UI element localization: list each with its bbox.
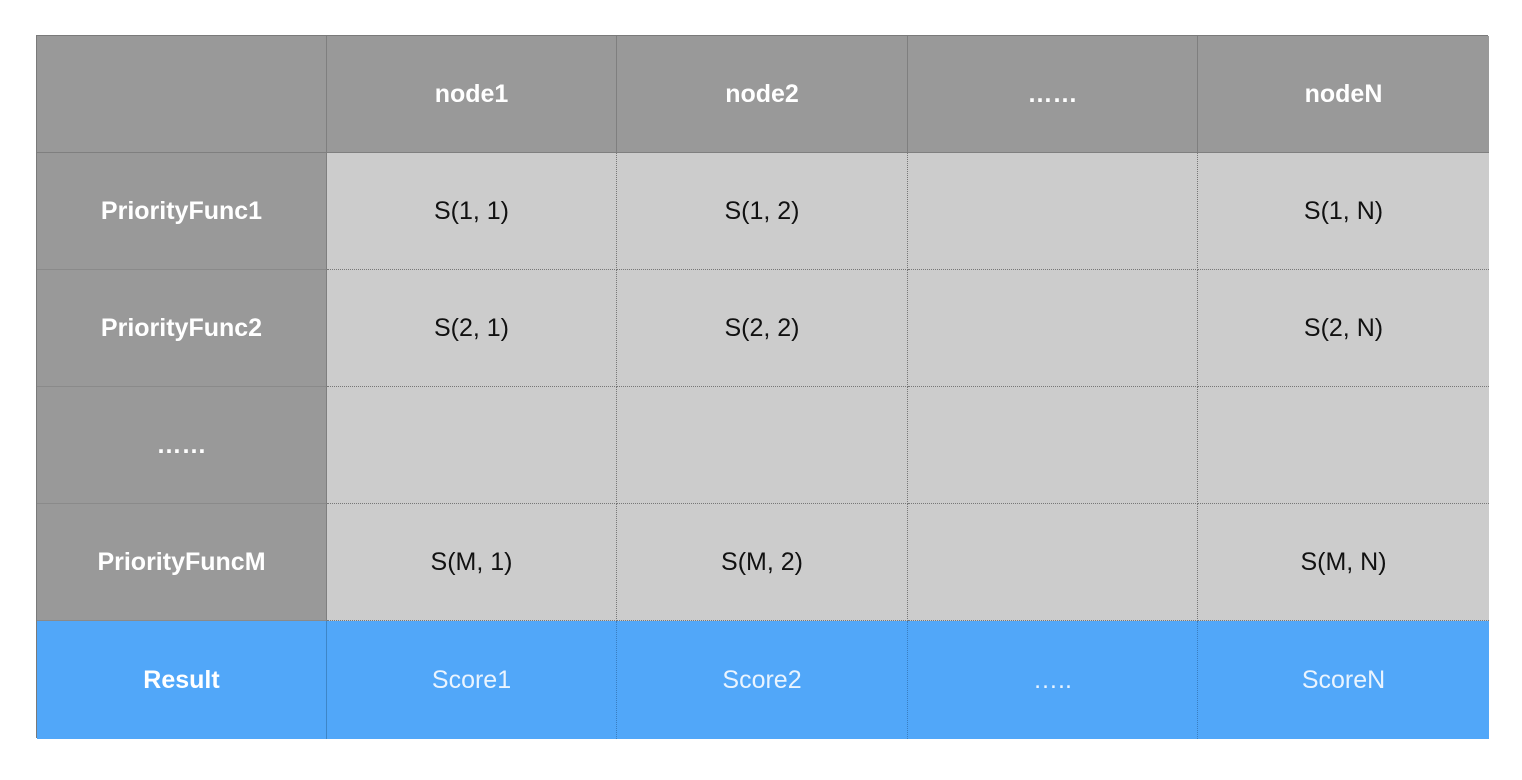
score-cell: S(1, 1) (327, 153, 617, 270)
row-header-ellipsis: …… (37, 387, 327, 504)
score-cell: S(1, N) (1198, 153, 1489, 270)
score-cell (327, 387, 617, 504)
score-cell: S(2, N) (1198, 270, 1489, 387)
score-cell: S(2, 1) (327, 270, 617, 387)
score-cell: S(1, 2) (617, 153, 908, 270)
column-header-node1: node1 (327, 36, 617, 153)
corner-cell (37, 36, 327, 153)
score-cell: S(2, 2) (617, 270, 908, 387)
score-cell (908, 387, 1198, 504)
column-header-ellipsis: …… (908, 36, 1198, 153)
score-cell: S(M, 2) (617, 504, 908, 621)
result-score-cell: ScoreN (1198, 621, 1489, 739)
result-score-cell: Score2 (617, 621, 908, 739)
score-cell (908, 153, 1198, 270)
score-cell (908, 504, 1198, 621)
score-cell: S(M, 1) (327, 504, 617, 621)
column-header-nodeN: nodeN (1198, 36, 1489, 153)
priority-score-table: node1 node2 …… nodeN PriorityFunc1 S(1, … (36, 35, 1489, 739)
score-cell (617, 387, 908, 504)
row-header-priorityfunc1: PriorityFunc1 (37, 153, 327, 270)
result-score-cell: ….. (908, 621, 1198, 739)
score-cell (908, 270, 1198, 387)
result-score-cell: Score1 (327, 621, 617, 739)
score-cell (1198, 387, 1489, 504)
column-header-node2: node2 (617, 36, 908, 153)
score-cell: S(M, N) (1198, 504, 1489, 621)
row-header-result: Result (37, 621, 327, 739)
row-header-priorityfunc2: PriorityFunc2 (37, 270, 327, 387)
row-header-priorityfuncm: PriorityFuncM (37, 504, 327, 621)
